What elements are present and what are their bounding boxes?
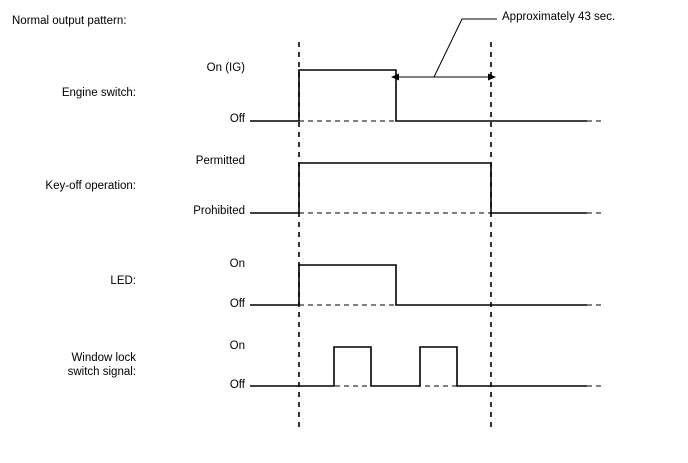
level-label-key-off-high: Permitted [195, 155, 245, 167]
level-label-window-lock-high: On [229, 340, 245, 352]
level-label-window-lock-low: Off [229, 379, 245, 391]
row-label-engine-switch: Engine switch: [61, 87, 136, 99]
page-title: Normal output pattern: [12, 15, 127, 27]
annotation-leader-line [433, 18, 497, 78]
level-label-key-off-low: Prohibited [193, 205, 245, 217]
annotation-approximately-43-sec: Approximately 43 sec. [502, 11, 616, 23]
waveform-window-lock-switch-signal [250, 346, 587, 387]
row-label-key-off-operation: Key-off operation: [45, 180, 136, 192]
row-label-led: LED: [110, 275, 136, 287]
waveform-key-off-operation [250, 162, 587, 214]
waveform-engine-switch [250, 69, 587, 122]
row-label-window-lock-line2: switch signal: [67, 366, 136, 378]
level-label-engine-switch-high: On (IG) [206, 62, 245, 74]
level-label-engine-switch-low: Off [229, 113, 245, 125]
level-label-led-high: On [229, 258, 245, 270]
level-label-led-low: Off [229, 298, 245, 310]
waveform-led [250, 264, 587, 306]
row-label-window-lock-line1: Window lock [71, 352, 136, 364]
